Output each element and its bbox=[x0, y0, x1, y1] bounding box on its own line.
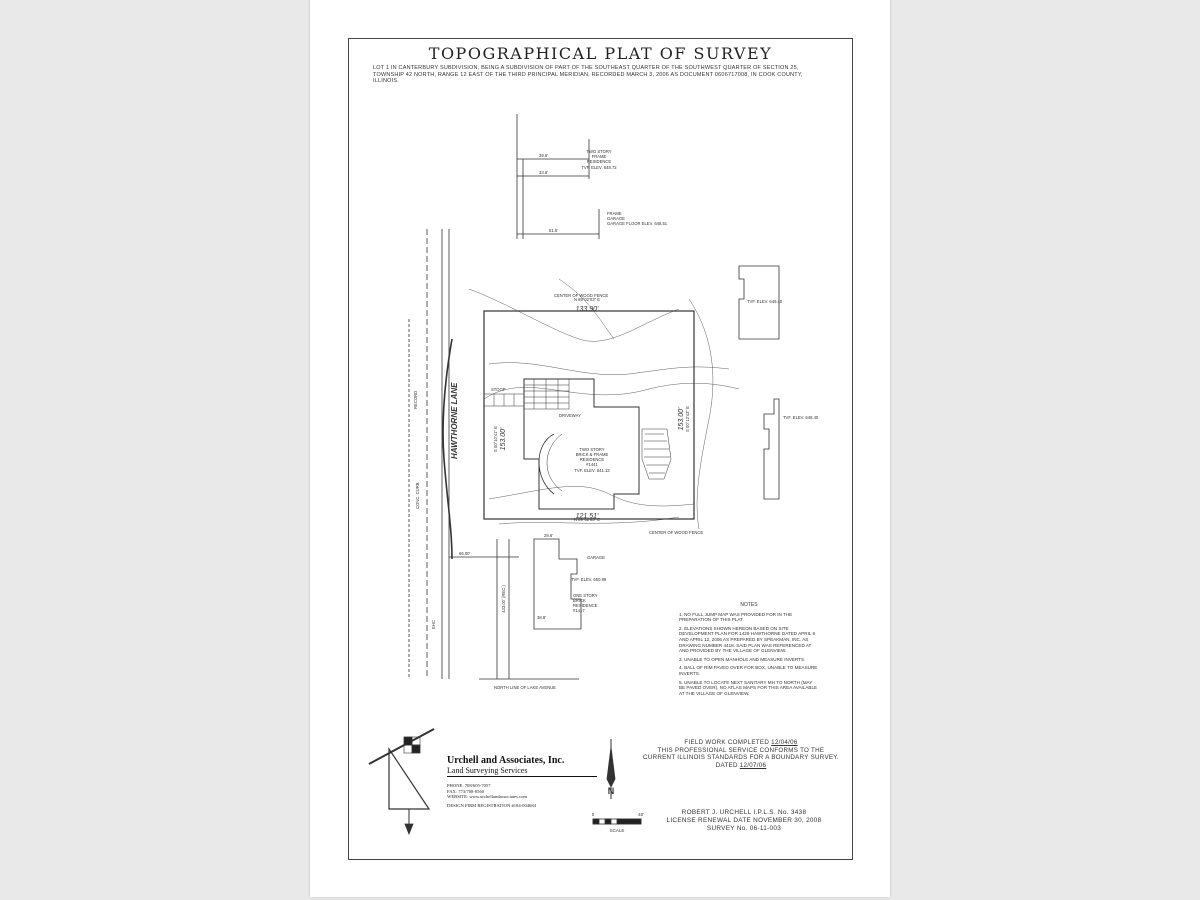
res-l5: TVF. ELEV. 641.13 bbox=[574, 468, 610, 473]
survey-sheet: TOPOGRAPHICAL PLAT OF SURVEY LOT 1 IN CA… bbox=[310, 0, 890, 897]
dist-south: 121.51' bbox=[576, 513, 599, 520]
dated-label: DATED bbox=[715, 761, 738, 769]
dim-c: 51.5' bbox=[549, 228, 558, 233]
scale-zero: 0 bbox=[592, 812, 595, 817]
legal-description: LOT 1 IN CANTERBURY SUBDIVISION, BEING A… bbox=[373, 65, 803, 84]
east-tvf-mid: TVF. ELEV. 648.40 bbox=[783, 415, 819, 420]
dim-b: 33.6' bbox=[539, 170, 548, 175]
north-label: N bbox=[608, 786, 615, 796]
dim-e: 29.6' bbox=[544, 533, 553, 538]
note-3: 3. UNABLE TO OPEN MANHOLE AND MEASURE IN… bbox=[679, 656, 806, 662]
dim-d: 66.00' bbox=[459, 551, 470, 556]
note-4: 4. BALL OF RIM PAVED OVER FOR BOX, UNABL… bbox=[679, 665, 818, 676]
surveyor-block: ROBERT J. URCHELL I.P.L.S. No. 3438 LICE… bbox=[649, 809, 839, 833]
street-name: HAWTHORNE LANE bbox=[450, 382, 459, 459]
notes-block: NOTES 1. NO FULL JUMP MAP WAS PROVIDED F… bbox=[679, 602, 819, 699]
res-l4: #1441 bbox=[586, 462, 598, 467]
bearing-west: S 00°10'41" E bbox=[493, 426, 498, 452]
sres-l2: ONE STORY bbox=[573, 593, 598, 598]
company-contact: PHONE: 708/605-7057 FAX: 773/708-0560 WE… bbox=[447, 783, 597, 800]
sres-l5: #1417 bbox=[573, 608, 585, 613]
company-registration: DESIGN FIRM REGISTRATION #184-004684 bbox=[447, 802, 536, 808]
north-line-label: NORTH LINE OF LAKE AVENUE bbox=[494, 685, 556, 690]
site-plan-drawing: HAWTHORNE LANE NORTH LINE OF LAKE AVENUE… bbox=[368, 114, 819, 836]
fence-top: CENTER OF WOOD FENCE bbox=[554, 293, 608, 298]
nres-l1: TWO STORY bbox=[586, 149, 611, 154]
sgar-label: GARAGE bbox=[587, 555, 605, 560]
stoop-label: STOOP bbox=[491, 387, 506, 392]
company-phone: PHONE: 708/605-7057 bbox=[447, 783, 491, 788]
dist-east: 153.00' bbox=[678, 407, 685, 430]
company-name: Urchell and Associates, Inc. bbox=[447, 755, 565, 766]
bearing-south: N 89°02'03" E bbox=[574, 517, 600, 522]
ngar-l1: FRAME bbox=[607, 211, 622, 216]
field-work-line: FIELD WORK COMPLETED 12/04/06 bbox=[641, 739, 841, 747]
ngar-l3: GARAGE FLOOR ELEV. 648.51 bbox=[607, 221, 668, 226]
certification-block: FIELD WORK COMPLETED 12/04/06 THIS PROFE… bbox=[641, 739, 841, 769]
driveway-label: DRIVEWAY bbox=[559, 413, 581, 418]
ehc-label: EHC bbox=[431, 620, 436, 629]
fence-bot: CENTER OF WOOD FENCE bbox=[649, 530, 703, 535]
company-website: WEBSITE: www.urchellandassociates.com bbox=[447, 794, 527, 800]
survey-number: SURVEY No. 06-11-003 bbox=[706, 825, 782, 832]
dim-g: 433.00' (REC.) bbox=[501, 585, 506, 613]
curb-label: CONC. CURB bbox=[415, 482, 420, 509]
company-fax: FAX: 773/708-0560 bbox=[447, 788, 485, 794]
east-tvf-top: TVF. ELEV. 649.40 bbox=[747, 299, 783, 304]
company-tagline: Land Surveying Services bbox=[447, 766, 597, 777]
scale-label: SCALE bbox=[610, 828, 625, 833]
nres-l3: RESIDENCE bbox=[587, 159, 612, 164]
nres-l4: TVF. ELEV. 648.72 bbox=[581, 165, 617, 170]
sres-l3: BRICK bbox=[573, 598, 586, 603]
dist-west: 153.00' bbox=[500, 427, 507, 450]
license-renewal: LICENSE RENEWAL DATE NOVEMBER 30, 2008 bbox=[666, 817, 822, 824]
dated-value: 12/07/06 bbox=[739, 761, 767, 769]
res-l3: RESIDENCE bbox=[580, 457, 605, 462]
statement-2: CURRENT ILLINOIS STANDARDS FOR A BOUNDAR… bbox=[643, 754, 839, 761]
nres-l2: FRAME bbox=[592, 154, 607, 159]
dist-north: 133.90' bbox=[576, 306, 599, 313]
note-2: 2. ELEVATIONS SHOWN HEREON BASED ON SITE… bbox=[679, 625, 816, 654]
dated-line: DATED 12/07/06 bbox=[641, 762, 841, 770]
sres-l4: RESIDENCE bbox=[573, 603, 598, 608]
rec-left: RECORD bbox=[413, 391, 418, 409]
res-l1: TWO STORY bbox=[579, 447, 604, 452]
drawing-border: TOPOGRAPHICAL PLAT OF SURVEY LOT 1 IN CA… bbox=[348, 38, 853, 860]
sres-l1: TVF. ELEV. 650.89 bbox=[571, 577, 607, 582]
field-work-label: FIELD WORK COMPLETED bbox=[684, 739, 770, 746]
res-l2: BRICK & FRAME bbox=[576, 452, 609, 457]
bearing-east: S 00°12'43" E bbox=[685, 406, 690, 432]
bearing-north: N 89°02'03" E bbox=[574, 297, 600, 302]
field-work-date: 12/04/06 bbox=[771, 739, 798, 746]
scale-end: 40' bbox=[638, 812, 644, 817]
company-block: Urchell and Associates, Inc. Land Survey… bbox=[447, 755, 597, 808]
note-5: 5. UNABLE TO LOCATE NEXT SANITARY MH TO … bbox=[679, 679, 818, 696]
dim-a: 39.6' bbox=[539, 153, 548, 158]
ngar-l2: GARAGE bbox=[607, 216, 625, 221]
note-1: 1. NO FULL JUMP MAP WAS PROVIDED FOR IN … bbox=[679, 611, 793, 623]
statement-1: THIS PROFESSIONAL SERVICE CONFORMS TO TH… bbox=[657, 746, 825, 754]
dim-f: 38.8' bbox=[537, 615, 546, 620]
page-title: TOPOGRAPHICAL PLAT OF SURVEY bbox=[428, 44, 773, 63]
surveyor-name: ROBERT J. URCHELL I.P.L.S. No. 3438 bbox=[681, 809, 807, 816]
notes-heading: NOTES bbox=[740, 602, 758, 608]
